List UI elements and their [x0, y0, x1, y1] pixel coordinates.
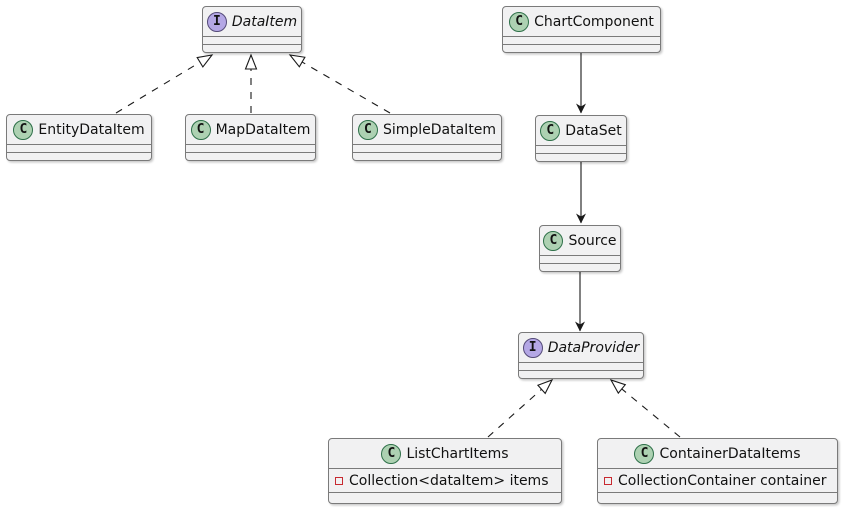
class-icon: C — [381, 443, 402, 464]
node-name: DataProvider — [547, 339, 640, 356]
class-icon: C — [540, 120, 561, 141]
class-node-simpledataitem: C SimpleDataItem — [352, 114, 502, 161]
class-icon: C — [634, 443, 655, 464]
attributes-compartment — [519, 362, 643, 370]
methods-compartment — [540, 263, 620, 271]
interface-node-dataitem: I DataItem — [202, 6, 302, 53]
field-text: CollectionContainer container — [618, 472, 827, 489]
class-icon: C — [509, 11, 530, 32]
attributes-compartment — [203, 36, 301, 44]
attributes-compartment — [353, 144, 501, 152]
node-name: EntityDataItem — [38, 121, 145, 138]
attributes-compartment — [503, 36, 660, 44]
node-header: C DataSet — [536, 116, 626, 145]
node-header: I DataProvider — [519, 333, 643, 362]
class-icon: C — [543, 230, 564, 251]
methods-compartment — [519, 370, 643, 378]
class-icon: C — [13, 119, 34, 140]
edge-realization-listchartitems-dataprovider — [487, 378, 554, 438]
class-node-mapdataitem: C MapDataItem — [185, 114, 316, 161]
methods-compartment — [7, 152, 151, 160]
private-visibility-icon — [335, 476, 343, 485]
node-name: ChartComponent — [534, 13, 654, 30]
attributes-compartment — [536, 145, 626, 153]
node-name: ContainerDataItems — [659, 445, 801, 462]
node-name: MapDataItem — [215, 121, 311, 138]
edge-realization-entitydataitem-dataitem — [115, 54, 214, 114]
class-icon: C — [190, 119, 211, 140]
attributes-compartment — [540, 255, 620, 263]
edge-realization-simpledataitem-dataitem — [288, 54, 391, 114]
private-visibility-icon — [604, 476, 612, 485]
node-header: C SimpleDataItem — [353, 115, 501, 144]
node-header: C ContainerDataItems — [598, 439, 837, 468]
node-header: I DataItem — [203, 7, 301, 36]
methods-compartment — [329, 492, 561, 503]
attributes-compartment — [186, 144, 315, 152]
class-node-listchartitems: C ListChartItems Collection<dataItem> it… — [328, 438, 562, 504]
class-node-entitydataitem: C EntityDataItem — [6, 114, 152, 161]
node-name: DataItem — [231, 13, 298, 30]
methods-compartment — [203, 44, 301, 52]
node-header: C ListChartItems — [329, 439, 561, 468]
interface-node-dataprovider: I DataProvider — [518, 332, 644, 379]
class-node-chartcomponent: C ChartComponent — [502, 6, 661, 53]
node-name: SimpleDataItem — [382, 121, 497, 138]
class-node-source: C Source — [539, 225, 621, 272]
class-icon: C — [357, 119, 378, 140]
field-row: CollectionContainer container — [598, 468, 837, 492]
interface-icon: I — [206, 11, 227, 32]
node-header: C ChartComponent — [503, 7, 660, 36]
field-text: Collection<dataItem> items — [349, 472, 549, 489]
methods-compartment — [536, 153, 626, 161]
methods-compartment — [598, 492, 837, 503]
attributes-compartment — [7, 144, 151, 152]
methods-compartment — [353, 152, 501, 160]
node-name: ListChartItems — [406, 445, 509, 462]
class-node-containerdataitems: C ContainerDataItems CollectionContainer… — [597, 438, 838, 504]
methods-compartment — [186, 152, 315, 160]
node-header: C EntityDataItem — [7, 115, 151, 144]
field-row: Collection<dataItem> items — [329, 468, 561, 492]
edge-realization-containerdataitems-dataprovider — [609, 379, 681, 438]
node-header: C MapDataItem — [186, 115, 315, 144]
class-node-dataset: C DataSet — [535, 115, 627, 162]
node-name: DataSet — [565, 122, 622, 139]
interface-icon: I — [522, 337, 543, 358]
node-header: C Source — [540, 226, 620, 255]
methods-compartment — [503, 44, 660, 52]
node-name: Source — [568, 232, 617, 249]
